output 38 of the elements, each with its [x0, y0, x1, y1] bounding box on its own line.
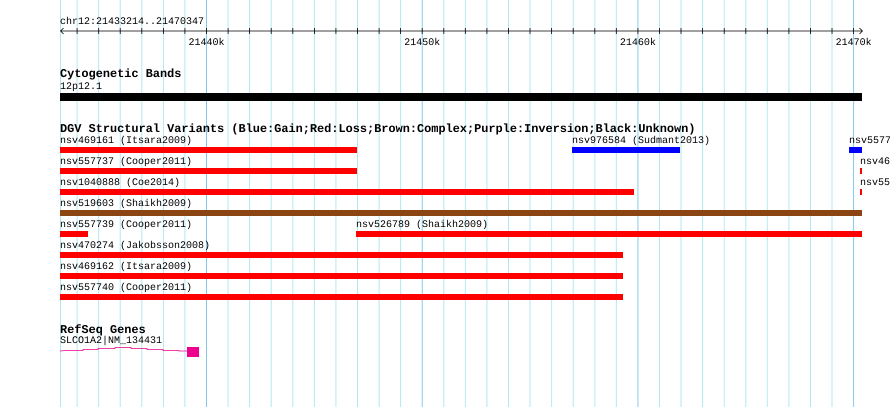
variant-bar: nsv557737 (Cooper2011) — [60, 156, 357, 174]
tick-label: 21470k — [836, 38, 872, 46]
region-label: chr12:21433214..21470347 — [60, 16, 204, 24]
node-label: nsv55 — [860, 178, 890, 186]
node-label: nsv519603 (Shaikh2009) — [60, 198, 190, 208]
variant-bar: nsv5577 — [849, 136, 890, 153]
node-label: nsv557739 (Cooper2011) — [60, 220, 190, 230]
node-label: nsv976584 (Sudmant2013) — [572, 136, 708, 146]
node-label: nsv5577 — [850, 136, 890, 144]
variant-bar: nsv976584 (Sudmant2013) — [572, 136, 708, 153]
track-title: Cytogenetic Bands — [60, 68, 181, 80]
variant-bar: nsv526789 (Shaikh2009) — [356, 220, 862, 237]
variant-bar: nsv470274 (Jakobsson2008) — [60, 240, 623, 258]
cytoband-bar: 12p12.1 — [60, 82, 862, 101]
node-label: 12p12.1 — [60, 82, 102, 92]
tick-label: 21460k — [620, 38, 656, 46]
variant-bar: nsv557740 (Cooper2011) — [60, 282, 623, 300]
node-label: nsv557740 (Cooper2011) — [60, 282, 190, 292]
variant-bar: nsv1040888 (Coe2014) — [60, 178, 634, 195]
variant-bar: nsv46 — [860, 157, 890, 174]
variant-bar: nsv55 — [860, 178, 890, 195]
node-label: nsv557737 (Cooper2011) — [60, 156, 190, 166]
variant-bar: nsv519603 (Shaikh2009) — [60, 198, 862, 216]
variant-bar: nsv557739 (Cooper2011) — [60, 220, 190, 237]
node-label: nsv469162 (Itsara2009) — [60, 262, 190, 272]
variant-bar: nsv469162 (Itsara2009) — [60, 262, 623, 279]
track-title: DGV Structural Variants (Blue:Gain;Red:Loss;Brown:Complex;Purple:Inversion;Black:Unknown) — [60, 123, 694, 134]
track-title: RefSeq Genes — [60, 324, 145, 336]
node-label: SLCO1A2|NM_134431 — [60, 336, 162, 346]
node-label: nsv469161 (Itsara2009) — [60, 136, 190, 146]
node-label: nsv1040888 (Coe2014) — [60, 178, 178, 188]
node-label: nsv46 — [860, 157, 890, 164]
gene-model: SLCO1A2|NM_134431 — [60, 336, 199, 357]
node-label: nsv470274 (Jakobsson2008) — [60, 240, 208, 250]
tick-label: 21440k — [189, 38, 224, 46]
tick-label: 21450k — [404, 38, 440, 46]
node-label: nsv526789 (Shaikh2009) — [356, 220, 486, 230]
variant-bar: nsv469161 (Itsara2009) — [60, 136, 357, 153]
